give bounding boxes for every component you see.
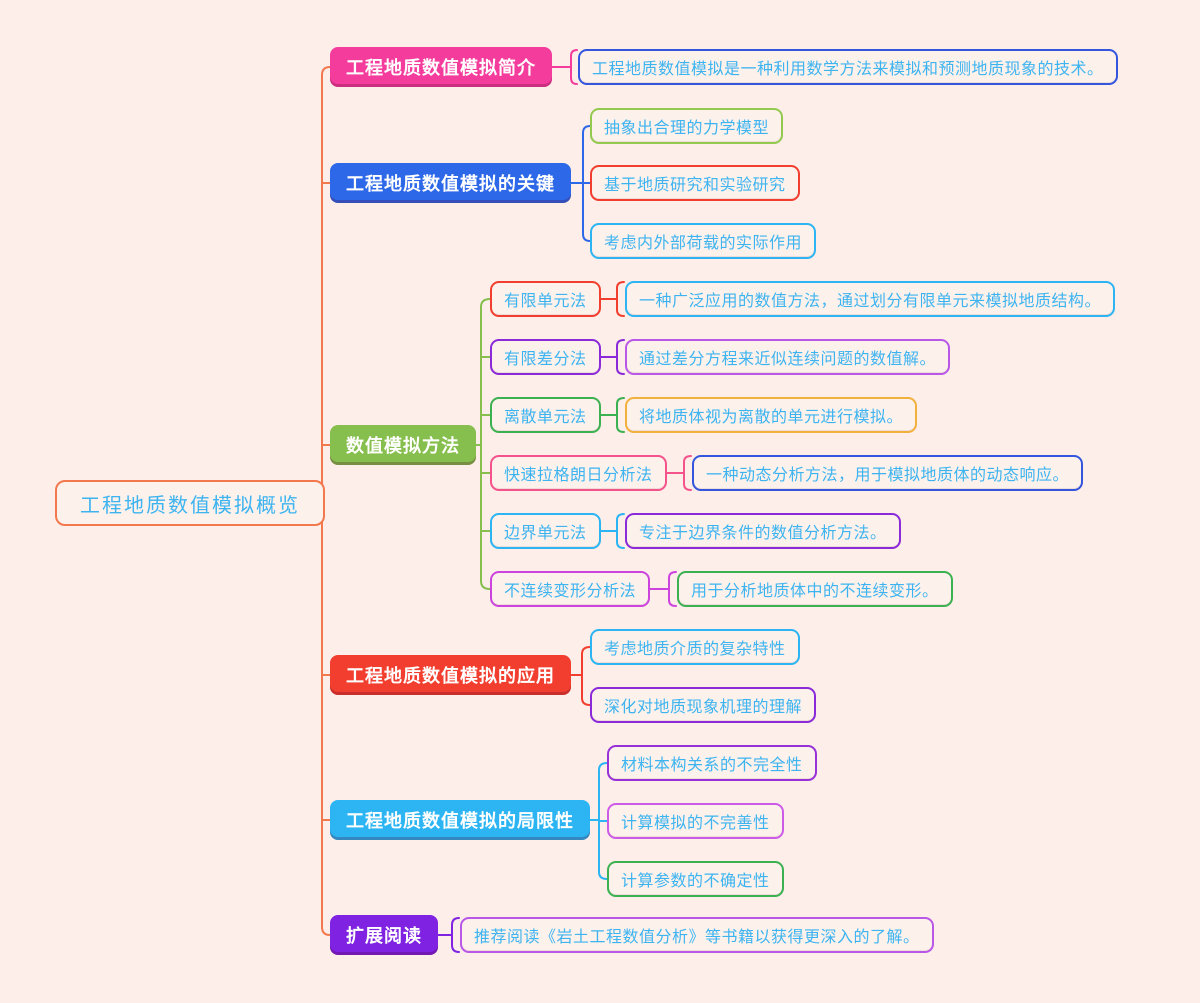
leaf-method-dda-desc[interactable]: 用于分析地质体中的不连续变形。 (677, 571, 953, 607)
branch-intro[interactable]: 工程地质数值模拟简介 (330, 47, 552, 87)
leaf-key-1[interactable]: 抽象出合理的力学模型 (590, 108, 784, 144)
branch-key-points[interactable]: 工程地质数值模拟的关键 (330, 163, 571, 203)
leaf-limit-1[interactable]: 材料本构关系的不完全性 (607, 745, 817, 781)
branch-applications[interactable]: 工程地质数值模拟的应用 (330, 655, 571, 695)
node-method-dem[interactable]: 离散单元法 (490, 397, 601, 433)
leaf-method-fem-desc[interactable]: 一种广泛应用的数值方法，通过划分有限单元来模拟地质结构。 (625, 281, 1116, 317)
leaf-key-3[interactable]: 考虑内外部荷载的实际作用 (590, 223, 817, 259)
node-method-dda[interactable]: 不连续变形分析法 (490, 571, 651, 607)
leaf-app-1[interactable]: 考虑地质介质的复杂特性 (590, 629, 800, 665)
node-method-fdm[interactable]: 有限差分法 (490, 339, 601, 375)
node-root[interactable]: 工程地质数值模拟概览 (55, 480, 325, 526)
leaf-further-reading-desc[interactable]: 推荐阅读《岩土工程数值分析》等书籍以获得更深入的了解。 (460, 917, 934, 953)
leaf-method-fdm-desc[interactable]: 通过差分方程来近似连续问题的数值解。 (625, 339, 951, 375)
branch-methods[interactable]: 数值模拟方法 (330, 425, 476, 465)
leaf-limit-2[interactable]: 计算模拟的不完善性 (607, 803, 784, 839)
leaf-key-2[interactable]: 基于地质研究和实验研究 (590, 165, 800, 201)
leaf-method-bem-desc[interactable]: 专注于边界条件的数值分析方法。 (625, 513, 901, 549)
leaf-app-2[interactable]: 深化对地质现象机理的理解 (590, 687, 817, 723)
connector-dda-desc (647, 571, 677, 607)
node-method-fem[interactable]: 有限单元法 (490, 281, 601, 317)
leaf-limit-3[interactable]: 计算参数的不确定性 (607, 861, 784, 897)
leaf-intro-desc[interactable]: 工程地质数值模拟是一种利用数学方法来模拟和预测地质现象的技术。 (578, 49, 1118, 85)
branch-limitations[interactable]: 工程地质数值模拟的局限性 (330, 800, 590, 840)
node-method-bem[interactable]: 边界单元法 (490, 513, 601, 549)
leaf-method-flac-desc[interactable]: 一种动态分析方法，用于模拟地质体的动态响应。 (692, 455, 1084, 491)
leaf-method-dem-desc[interactable]: 将地质体视为离散的单元进行模拟。 (625, 397, 918, 433)
branch-further-reading[interactable]: 扩展阅读 (330, 915, 438, 955)
node-method-flac[interactable]: 快速拉格朗日分析法 (490, 455, 667, 491)
